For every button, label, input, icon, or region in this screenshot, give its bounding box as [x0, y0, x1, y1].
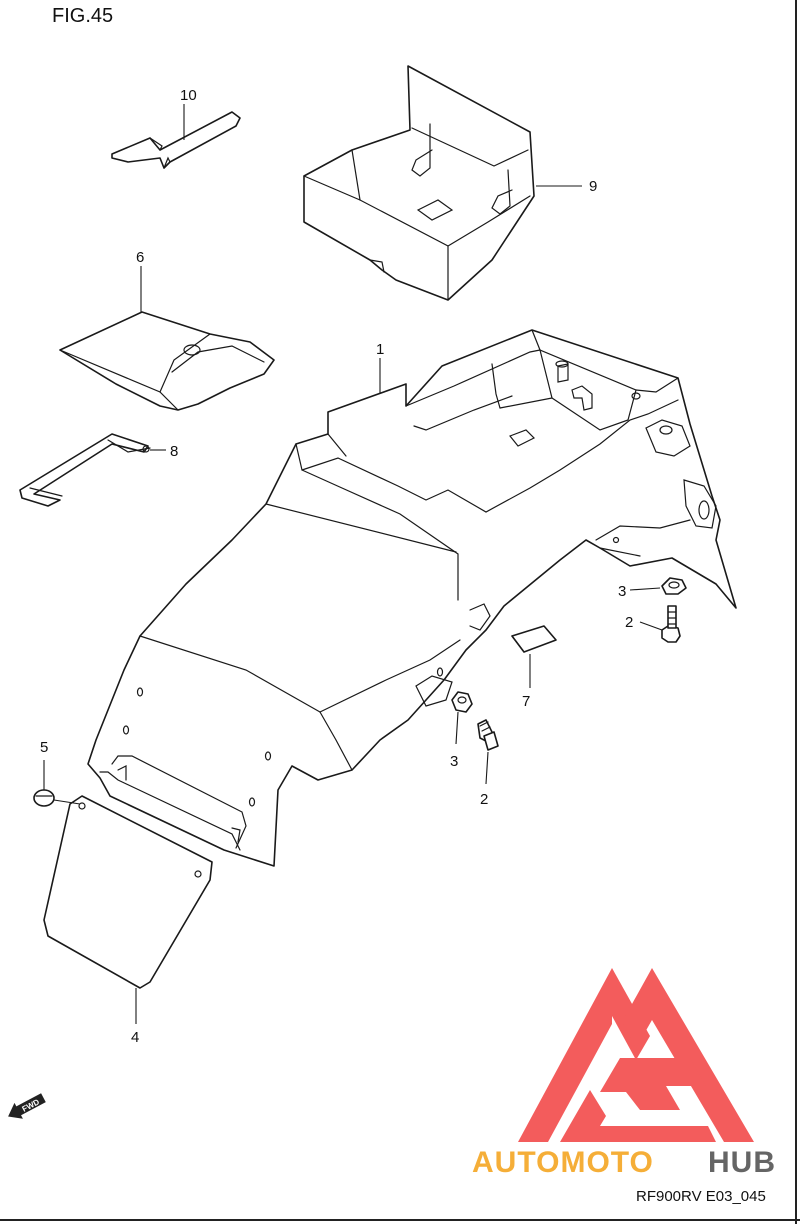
- fwd-arrow-icon: FWD: [8, 1093, 46, 1119]
- callout-5: 5: [40, 739, 48, 756]
- callout-7: 10: [180, 87, 197, 104]
- watermark-text-automoto: AUTOMOTO: [472, 1146, 654, 1179]
- callout-3-right: 3: [618, 583, 626, 600]
- callout-3-lower: 3: [450, 753, 458, 770]
- figure-title: FIG.45: [52, 5, 113, 27]
- part-8-band: [19, 433, 166, 507]
- part-3-nut-lower: [451, 691, 473, 745]
- part-3-nut-right: [629, 577, 687, 595]
- part-10-pad: [511, 625, 557, 688]
- watermark-text-hub: HUB: [708, 1146, 776, 1179]
- part-6-cover: [59, 266, 275, 411]
- callout-6: 6: [136, 249, 144, 266]
- part-5-cushion: [33, 760, 81, 807]
- drawing-code: RF900RV E03_045: [636, 1188, 766, 1205]
- callout-2-lower: 2: [480, 791, 488, 808]
- part-2-bolt-right: [639, 605, 681, 643]
- callout-10: 7: [522, 693, 530, 710]
- callout-9: 9: [589, 178, 597, 195]
- part-4-mud-flap: [43, 795, 213, 1024]
- callout-1: 1: [376, 341, 384, 358]
- triangle-logo-icon: [518, 968, 754, 1142]
- part-1-rear-fender: [87, 329, 737, 867]
- part-7-tool: [111, 104, 241, 169]
- part-9-tray: [303, 65, 582, 301]
- callout-4: 4: [131, 1029, 139, 1046]
- part-2-bolt-lower: [477, 719, 499, 785]
- watermark-logo: AUTOMOTO HUB: [472, 968, 776, 1179]
- callout-2-right: 2: [625, 614, 633, 631]
- callout-8: 8: [170, 443, 178, 460]
